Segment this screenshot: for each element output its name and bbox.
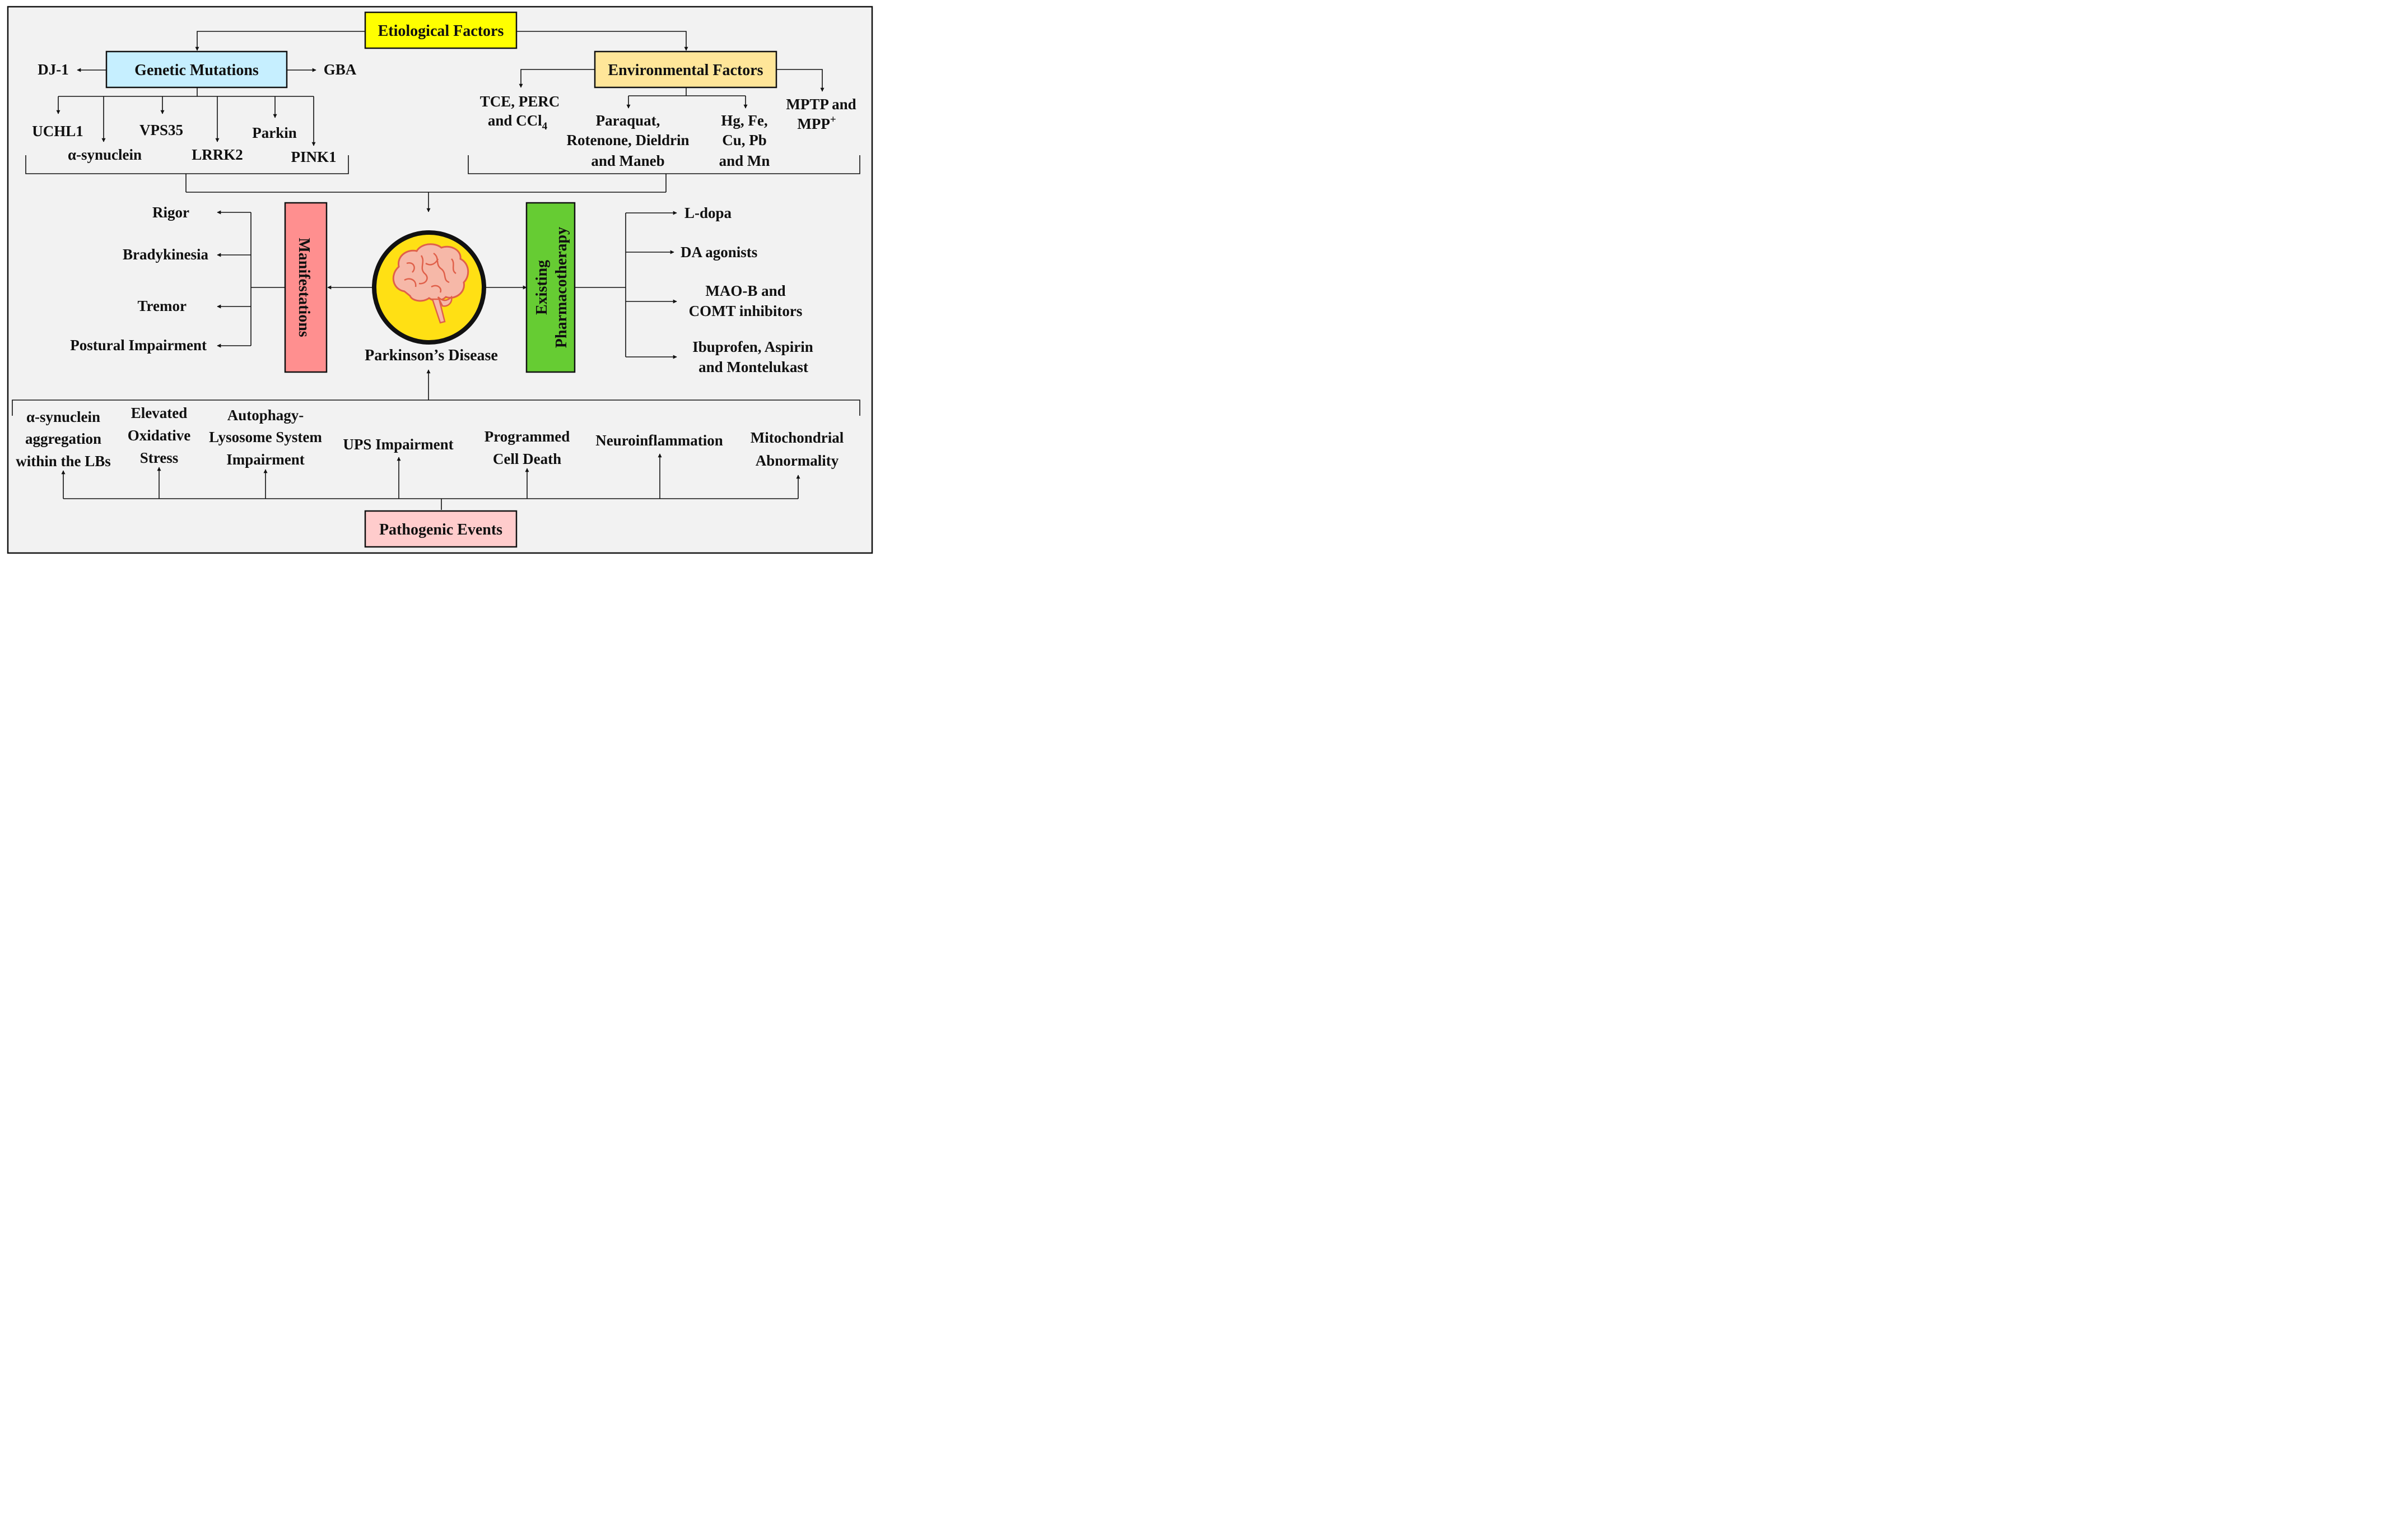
manifestations-box (284, 202, 328, 373)
mitochondrial-line2: Abnormality (756, 452, 839, 469)
uchl1-label: UCHL1 (32, 123, 83, 140)
tce-label-line2: and CCl4 (488, 112, 548, 132)
da-agonists-label: DA agonists (681, 244, 757, 261)
parkinsons-disease-label: Parkinson’s Disease (365, 347, 498, 364)
oxidative-line2: Oxidative (128, 427, 191, 444)
diagram-canvas: Etiological Factors Genetic Mutations En… (0, 0, 878, 560)
etiological-factors-label: Etiological Factors (378, 22, 504, 40)
neuroinflammation-label: Neuroinflammation (595, 432, 723, 449)
pathogenic-events-box (364, 510, 518, 548)
rigor-label: Rigor (152, 204, 189, 221)
alpha-aggregation-line3: within the LBs (16, 453, 111, 470)
pharmacotherapy-label-line1: Existing (533, 260, 551, 315)
diagram-svg: Etiological Factors Genetic Mutations En… (7, 6, 873, 554)
manifestations-branch-line (250, 212, 285, 346)
lrrk2-label: LRRK2 (192, 146, 243, 163)
autophagy-line1: Autophagy- (227, 407, 304, 424)
arrow-to-mptp (776, 69, 825, 92)
vps35-label: VPS35 (139, 122, 183, 138)
ups-impairment-label: UPS Impairment (343, 436, 453, 453)
mptp-line1: MPTP and (786, 96, 856, 113)
dj1-label: DJ-1 (38, 61, 69, 78)
pharmacotherapy-box (525, 202, 576, 373)
ldopa-label: L-dopa (684, 205, 732, 221)
alpha-synuclein-label: α-synuclein (68, 146, 142, 163)
paraquat-line3: and Maneb (591, 152, 664, 169)
ibuprofen-line1: Ibuprofen, Aspirin (692, 338, 813, 355)
maob-line2: COMT inhibitors (689, 303, 803, 319)
oxidative-line1: Elevated (131, 405, 188, 421)
pharmacotherapy-label-line2: Pharmacotherapy (553, 227, 570, 348)
cell-death-line2: Cell Death (493, 450, 561, 467)
environmental-bracket (468, 155, 860, 174)
environmental-factors-box (594, 50, 777, 89)
autophagy-line2: Lysosome System (209, 429, 322, 445)
arrow-etiological-to-environmental (516, 31, 688, 51)
oxidative-line3: Stress (140, 449, 179, 466)
genetic-distribution-line (58, 88, 314, 97)
paraquat-line1: Paraquat, (596, 112, 660, 129)
pathogenic-bracket (12, 399, 860, 416)
gba-label: GBA (324, 61, 357, 78)
arrow-to-tce (519, 69, 595, 88)
connectors (12, 31, 860, 510)
paraquat-line2: Rotenone, Dieldrin (567, 132, 690, 148)
genetic-mutations-label: Genetic Mutations (134, 62, 259, 79)
cell-death-line1: Programmed (485, 428, 570, 445)
alpha-aggregation-line2: aggregation (25, 430, 101, 447)
genetic-bracket (25, 155, 349, 174)
metals-line1: Hg, Fe, (721, 112, 767, 129)
brain-icon (392, 243, 469, 324)
manifestations-label: Manifestations (295, 238, 313, 337)
maob-line1: MAO-B and (705, 282, 785, 299)
environmental-distribution-line (628, 88, 746, 96)
metals-line3: and Mn (719, 152, 770, 169)
mptp-line2: MPP+ (797, 114, 836, 132)
metals-line2: Cu, Pb (722, 132, 767, 148)
tremor-label: Tremor (138, 298, 187, 314)
genetic-mutations-box (105, 50, 288, 89)
pink1-label: PINK1 (291, 148, 337, 165)
mitochondrial-line1: Mitochondrial (751, 429, 844, 446)
autophagy-line3: Impairment (226, 451, 304, 468)
pharmacotherapy-branch-line (575, 213, 626, 357)
bradykinesia-label: Bradykinesia (123, 246, 209, 263)
environmental-factors-label: Environmental Factors (608, 62, 763, 79)
postural-impairment-label: Postural Impairment (70, 337, 207, 354)
parkin-label: Parkin (252, 124, 297, 141)
tce-label-line1: TCE, PERC (480, 93, 560, 110)
pathogenic-events-label: Pathogenic Events (379, 521, 502, 538)
arrow-etiological-to-genetic (195, 31, 365, 51)
ibuprofen-line2: and Montelukast (698, 359, 808, 375)
etiological-factors-box (364, 11, 518, 49)
alpha-aggregation-line1: α-synuclein (26, 408, 100, 425)
